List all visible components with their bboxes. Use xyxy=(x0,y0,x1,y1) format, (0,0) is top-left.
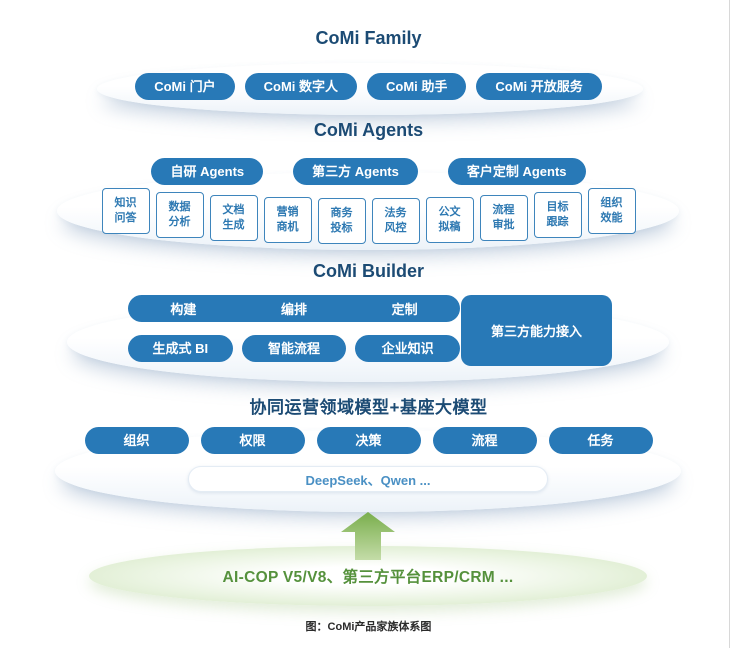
model-title: 协同运营领域模型+基座大模型 xyxy=(249,398,488,417)
builder-bar-item: 构建 xyxy=(170,302,197,317)
agent-pill: 客户定制 Agents xyxy=(447,158,586,185)
capability-box: 目标 跟踪 xyxy=(533,192,582,238)
builder-bar-item: 定制 xyxy=(391,302,418,317)
builder-title: CoMi Builder xyxy=(313,261,424,281)
llm-engine-bar: DeepSeek、Qwen ... xyxy=(188,466,548,492)
capability-box: 公文 拟稿 xyxy=(425,197,474,243)
capability-box: 文档 生成 xyxy=(209,195,258,241)
agents-title: CoMi Agents xyxy=(313,120,424,140)
model-pill: 任务 xyxy=(548,427,653,454)
third-party-capability-box: 第三方能力接入 xyxy=(461,295,612,366)
page-edge-line xyxy=(729,0,730,648)
builder-pill: 智能流程 xyxy=(241,335,347,362)
foundation-label: AI-COP V5/V8、第三方平台ERP/CRM ... xyxy=(222,569,514,586)
builder-pill: 生成式 BI xyxy=(128,335,233,362)
builder-bar: 构建 编排 定制 xyxy=(128,295,460,322)
model-pill-row: 组织 权限 决策 流程 任务 xyxy=(0,427,737,454)
capability-box: 组织 效能 xyxy=(587,188,636,234)
family-pill: CoMi 数字人 xyxy=(244,73,357,100)
capability-box: 数据 分析 xyxy=(155,192,204,238)
agents-pill-row: 自研 Agents 第三方 Agents 客户定制 Agents xyxy=(0,158,737,185)
figure-caption: 图：CoMi产品家族体系图 xyxy=(305,621,432,633)
builder-pill-row: 生成式 BI 智能流程 企业知识 xyxy=(128,335,461,362)
model-pill: 决策 xyxy=(316,427,421,454)
family-pill-row: CoMi 门户 CoMi 数字人 CoMi 助手 CoMi 开放服务 xyxy=(0,73,737,100)
agent-pill: 自研 Agents xyxy=(151,158,264,185)
family-pill: CoMi 助手 xyxy=(367,73,467,100)
family-pill: CoMi 开放服务 xyxy=(476,73,602,100)
model-pill: 权限 xyxy=(200,427,305,454)
capability-box: 法务 风控 xyxy=(371,198,420,244)
capability-box: 商务 投标 xyxy=(317,198,366,244)
arrow-up-icon xyxy=(341,512,395,560)
agent-pill: 第三方 Agents xyxy=(293,158,418,185)
builder-pill: 企业知识 xyxy=(355,335,461,362)
builder-bar-item: 编排 xyxy=(280,302,307,317)
model-pill: 组织 xyxy=(84,427,189,454)
capability-box: 流程 审批 xyxy=(479,195,528,241)
capability-box: 营销 商机 xyxy=(263,197,312,243)
model-pill: 流程 xyxy=(432,427,537,454)
family-title: CoMi Family xyxy=(315,28,422,48)
family-pill: CoMi 门户 xyxy=(135,73,235,100)
capability-row: 知识 问答 数据 分析 文档 生成 营销 商机 商务 投标 法务 风控 公文 拟… xyxy=(0,188,737,244)
capability-box: 知识 问答 xyxy=(101,188,150,234)
